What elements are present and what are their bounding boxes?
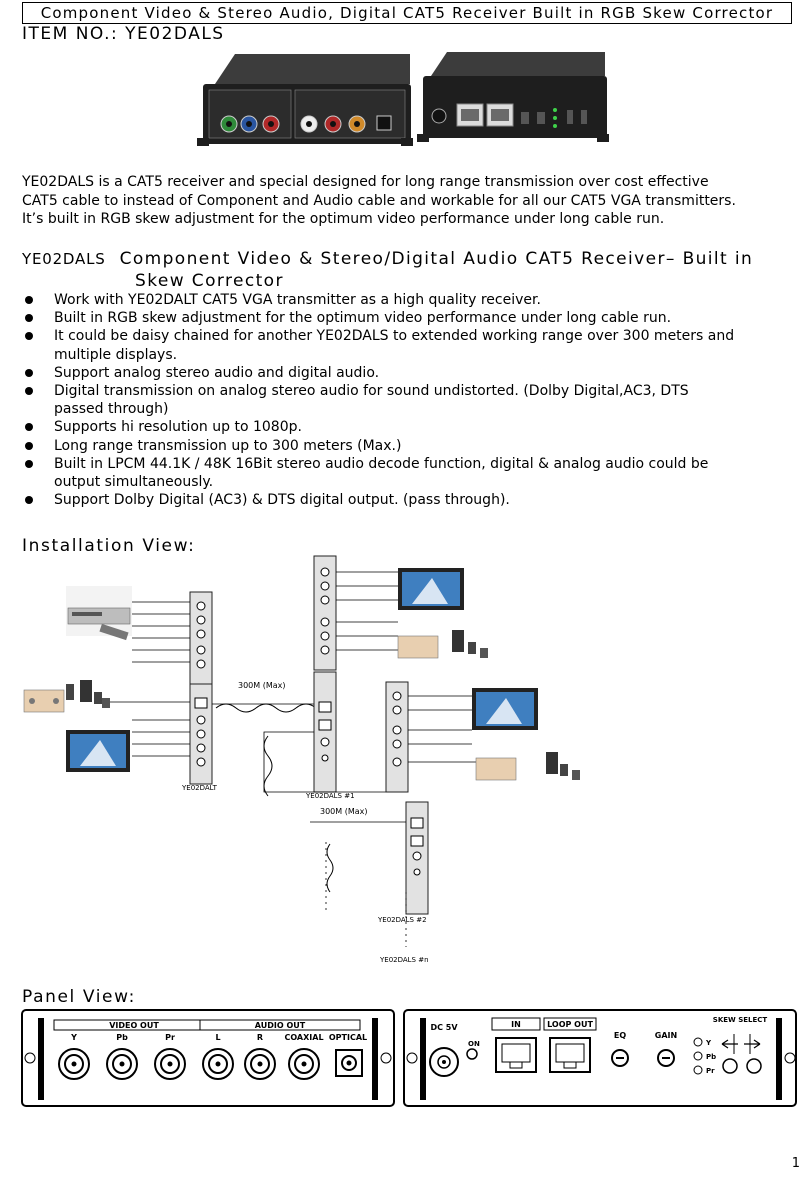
installation-diagram: YE02DALT 300M (Max) YE02DALS #1: [23, 555, 580, 964]
speakers-icon: [452, 630, 488, 658]
intro-paragraph: YE02DALS is a CAT5 receiver and special …: [22, 173, 802, 229]
dvd-player-icon: [66, 586, 132, 641]
cable-length-label: 300M (Max): [238, 681, 286, 690]
feature-item: Built in RGB skew adjustment for the opt…: [22, 309, 806, 327]
feature-item: Digital transmission on analog stereo au…: [22, 382, 806, 418]
installation-heading: Installation View:: [22, 536, 196, 556]
feature-item: Long range transmission up to 300 meters…: [22, 437, 806, 455]
tv-icon: [398, 568, 464, 610]
gain-label: GAIN: [655, 1031, 677, 1040]
skew-select-label: SKEW SELECT: [713, 1016, 768, 1024]
skew-y-label: Y: [705, 1039, 712, 1047]
item-number: ITEM NO.: YE02DALS: [22, 24, 225, 44]
skew-pr-label: Pr: [706, 1067, 715, 1075]
pr-label: Pr: [165, 1033, 175, 1042]
intro-line: YE02DALS is a CAT5 receiver and special …: [22, 174, 709, 190]
amplifier-icon: [397, 635, 439, 659]
amplifier-icon: [475, 757, 517, 781]
receiver-unit-1: [313, 555, 337, 793]
video-out-label: VIDEO OUT: [109, 1021, 159, 1030]
feature-item: Support Dolby Digital (AC3) & DTS digita…: [22, 491, 806, 509]
speakers-icon: [66, 680, 110, 708]
dc5v-label: DC 5V: [430, 1023, 458, 1032]
tv-icon: [472, 688, 538, 730]
in-label: IN: [511, 1020, 521, 1029]
l-label: L: [215, 1033, 220, 1042]
intro-line: CAT5 cable to instead of Component and A…: [22, 192, 736, 209]
panel-heading: Panel View:: [22, 987, 137, 1007]
feature-item: Supports hi resolution up to 1080p.: [22, 418, 806, 436]
cable-length-label-2: 300M (Max): [320, 807, 368, 816]
feature-item: It could be daisy chained for another YE…: [22, 327, 806, 363]
optical-label: OPTICAL: [329, 1033, 367, 1042]
amplifier-icon: [23, 689, 65, 713]
loop-out-label: LOOP OUT: [547, 1020, 593, 1029]
transmitter-label: YE02DALT: [181, 784, 218, 792]
intro-line: It’s built in RGB skew adjustment for th…: [22, 211, 665, 227]
feature-item: Work with YE02DALT CAT5 VGA transmitter …: [22, 291, 806, 309]
eq-label: EQ: [614, 1031, 626, 1040]
feature-list: Work with YE02DALT CAT5 VGA transmitter …: [22, 291, 806, 509]
skew-pb-label: Pb: [706, 1053, 716, 1061]
features-title-line1: Component Video & Stereo/Digital Audio C…: [119, 249, 754, 269]
product-photo: [197, 52, 609, 146]
document-header-title: Component Video & Stereo Audio, Digital …: [22, 2, 792, 24]
coaxial-label: COAXIAL: [284, 1033, 323, 1042]
arrow-left-icon: [721, 1039, 738, 1049]
pb-label: Pb: [116, 1033, 128, 1042]
speakers-icon: [546, 752, 580, 780]
features-title: YE02DALS Component Video & Stereo/Digital…: [22, 249, 753, 269]
tv-icon: [66, 730, 130, 772]
features-model: YE02DALS: [22, 250, 106, 268]
page-number: 1: [791, 1156, 800, 1171]
receiver-2-label: YE02DALS #2: [377, 916, 427, 924]
panel-view-diagram: VIDEO OUT AUDIO OUT Y Pb Pr L R COAXIAL …: [21, 1009, 797, 1107]
receiver-unit-2: [385, 681, 429, 915]
features-title-line2: Skew Corrector: [135, 271, 284, 291]
audio-out-label: AUDIO OUT: [255, 1021, 306, 1030]
feature-item: Built in LPCM 44.1K / 48K 16Bit stereo a…: [22, 455, 806, 491]
receiver-1-label: YE02DALS #1: [305, 792, 355, 800]
on-label: ON: [468, 1040, 480, 1048]
y-label: Y: [70, 1033, 77, 1042]
arrow-right-icon: [744, 1039, 761, 1049]
transmitter-unit: [189, 591, 213, 785]
receiver-n-label: YE02DALS #n: [379, 956, 429, 964]
r-label: R: [257, 1033, 263, 1042]
feature-item: Support analog stereo audio and digital …: [22, 364, 806, 382]
